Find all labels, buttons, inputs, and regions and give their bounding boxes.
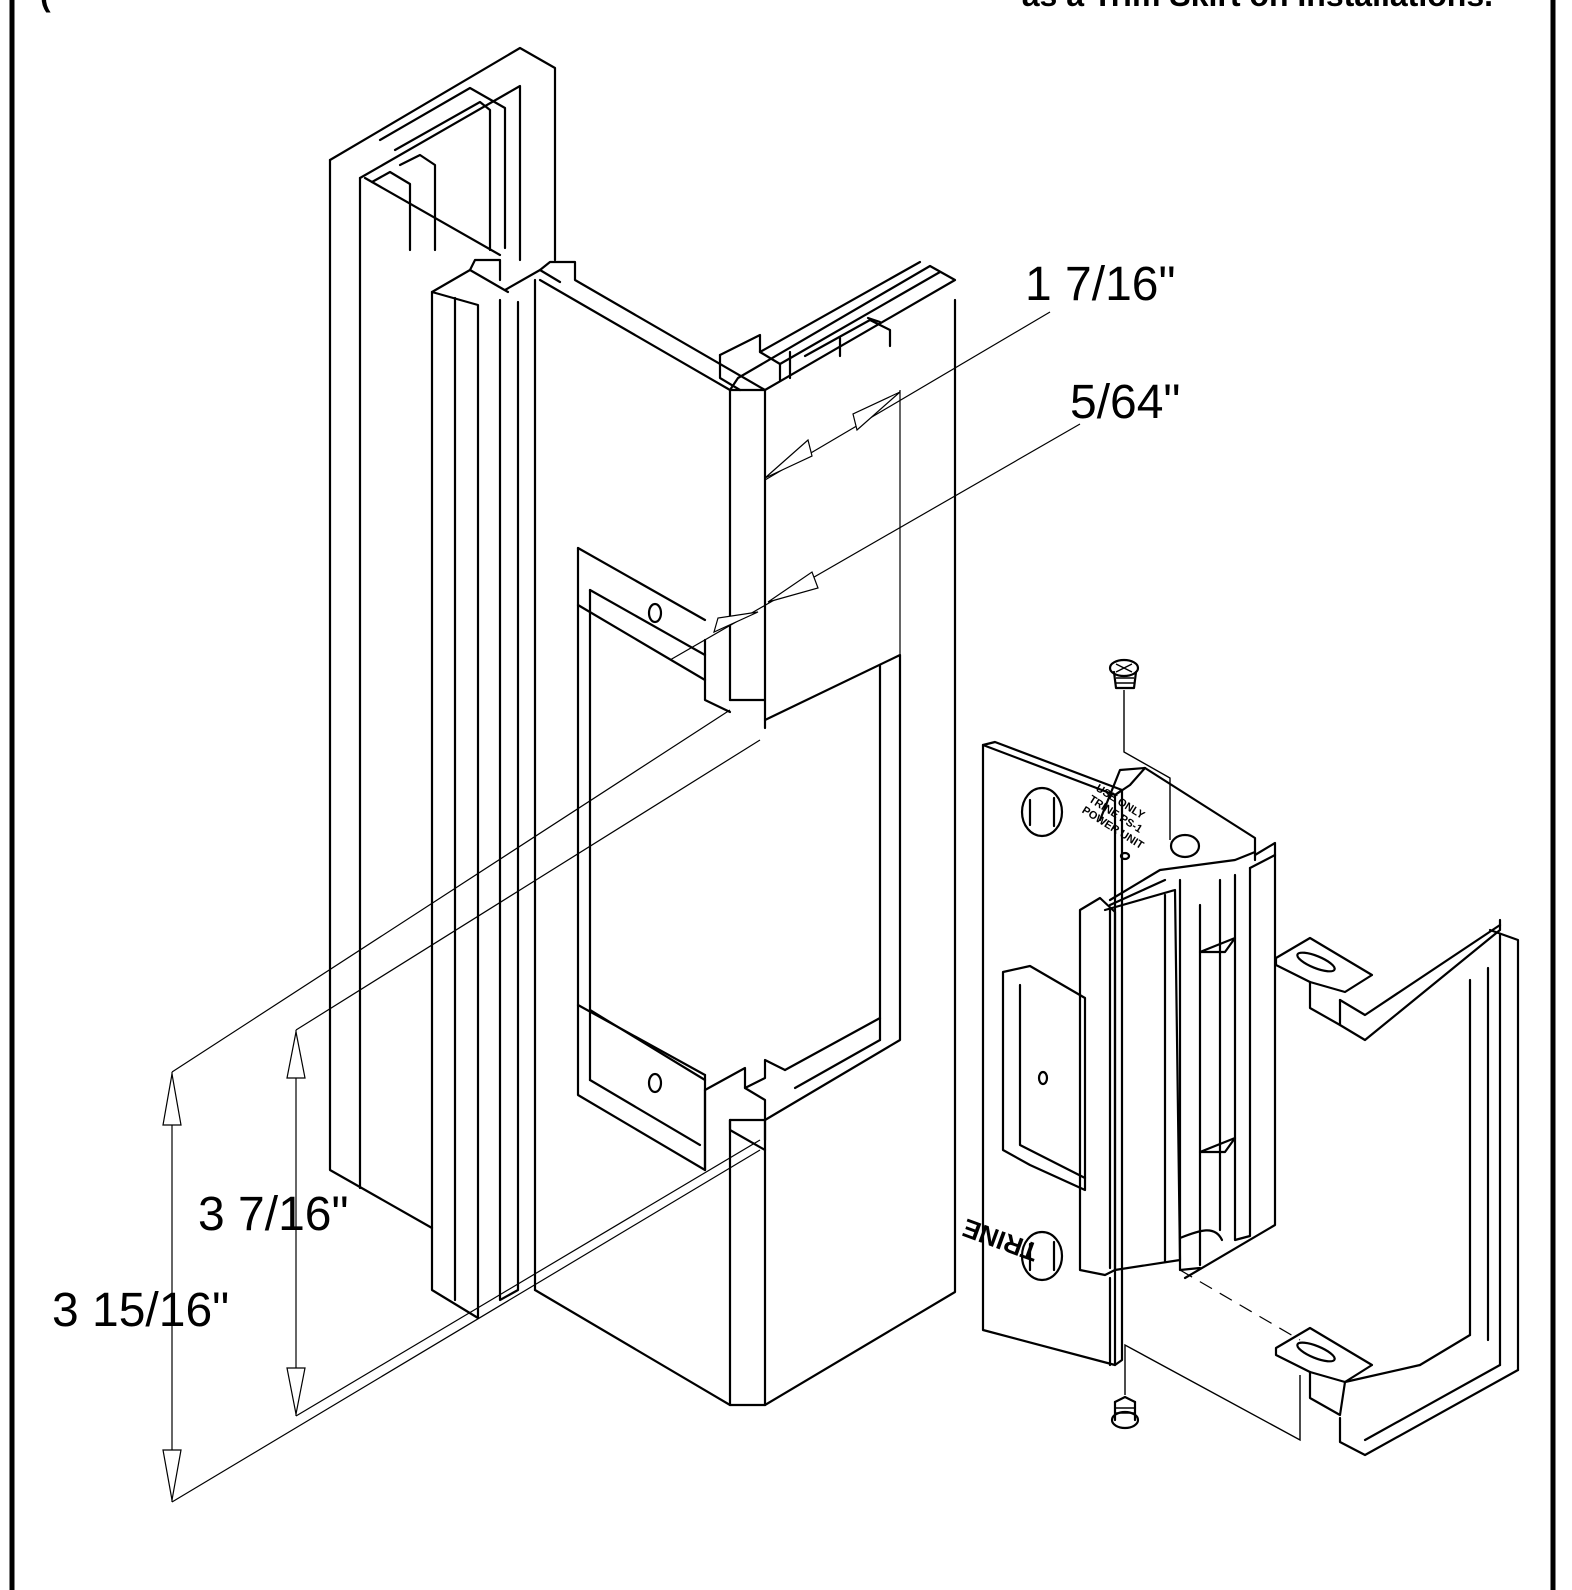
dim-label-1-7-16: 1 7/16": [1025, 258, 1176, 311]
trim-skirt-bracket: [1274, 918, 1520, 1457]
dim-label-5-64: 5/64": [1070, 376, 1180, 429]
dimension-1-7-16: 1 7/16": [764, 258, 1176, 655]
dim-label-3-15-16: 3 15/16": [52, 1284, 229, 1337]
top-screw: [1108, 658, 1140, 690]
header-left-fragment: (: [40, 0, 51, 13]
door-frame-extrusion: [328, 46, 957, 1407]
dimension-5-64: 5/64": [669, 376, 1180, 661]
electric-strike: USE ONLY TRINE PS-1 POWER UNIT TRINE: [958, 740, 1277, 1367]
page-frame: [9, 0, 1556, 1590]
dim-label-3-7-16: 3 7/16": [198, 1188, 349, 1241]
dimension-3-7-16: 3 7/16": [198, 739, 761, 1417]
brand-logo: TRINE: [958, 1213, 1042, 1268]
dimension-3-15-16: 3 15/16": [52, 709, 761, 1503]
header-right-fragment: as a Trim Skirt on Installations.: [1022, 0, 1493, 13]
alignment-lines: [1123, 690, 1301, 1442]
bottom-screw: [1110, 1395, 1140, 1430]
